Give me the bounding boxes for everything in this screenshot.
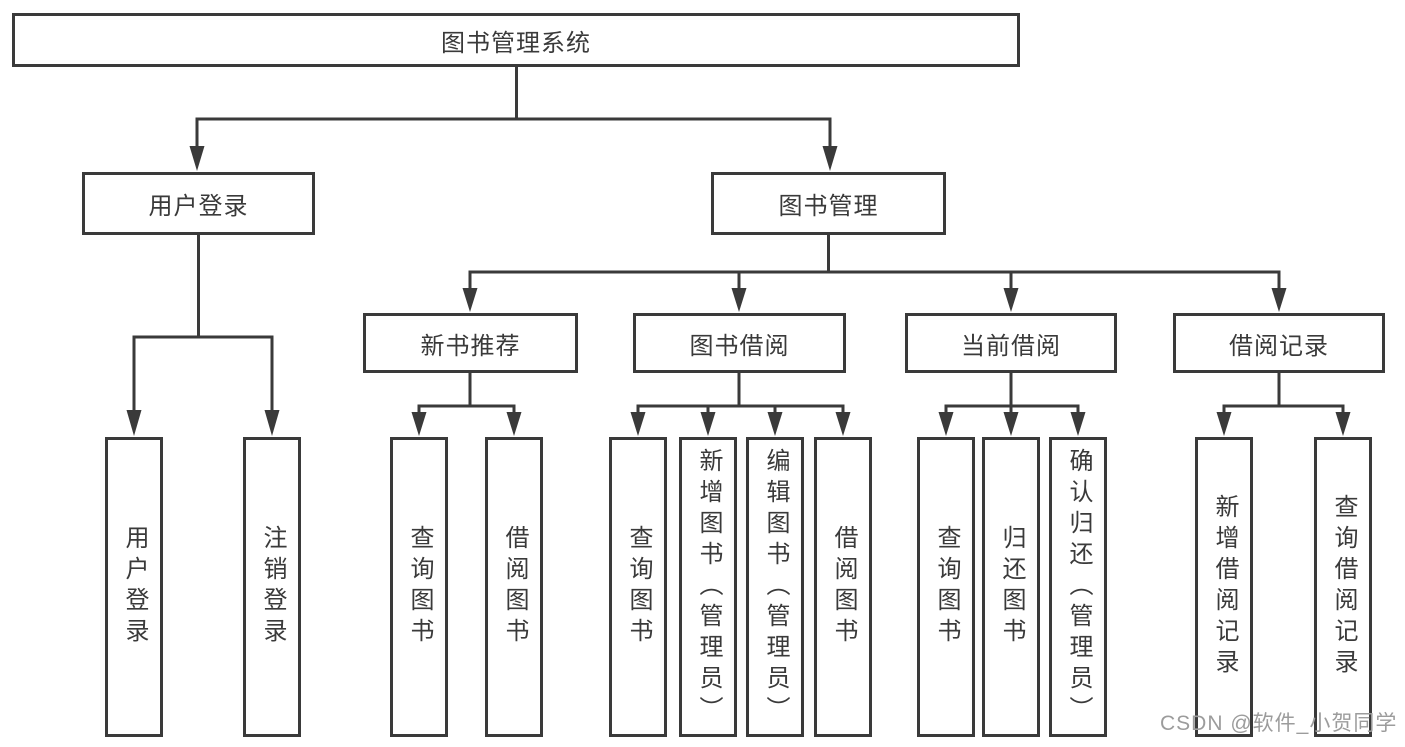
node-label: 编辑图书（管理员） [762,447,789,727]
node-label: 用户登录 [121,525,148,649]
node-current-borrowing: 当前借阅 [905,313,1117,373]
node-label: 查询图书 [933,525,960,649]
node-borrowing-records: 借阅记录 [1173,313,1385,373]
node-label: 查询借阅记录 [1330,494,1357,680]
node-query-books-recommend: 查询图书 [390,437,448,737]
node-logout: 注销登录 [243,437,301,737]
node-label: 查询图书 [406,525,433,649]
node-add-borrow-record: 新增借阅记录 [1195,437,1253,737]
node-library-management-system: 图书管理系统 [12,13,1020,67]
node-label: 借阅图书 [501,525,528,649]
node-label: 注销登录 [259,525,286,649]
node-book-borrowing: 图书借阅 [633,313,846,373]
node-label: 归还图书 [998,525,1025,649]
node-confirm-return-admin: 确认归还（管理员） [1049,437,1107,737]
node-add-book-admin: 新增图书（管理员） [679,437,737,737]
node-query-borrow-record: 查询借阅记录 [1314,437,1372,737]
node-new-book-recommendation: 新书推荐 [363,313,578,373]
node-edit-book-admin: 编辑图书（管理员） [746,437,804,737]
node-query-books-borrow: 查询图书 [609,437,667,737]
node-label: 借阅图书 [830,525,857,649]
node-label: 新增借阅记录 [1211,494,1238,680]
node-borrow-books-recommend: 借阅图书 [485,437,543,737]
node-book-management-module: 图书管理 [711,172,946,235]
node-borrow-books-leaf: 借阅图书 [814,437,872,737]
csdn-watermark: CSDN @软件_小贺同学 [1160,712,1398,735]
node-user-login-leaf: 用户登录 [105,437,163,737]
node-user-login-module: 用户登录 [82,172,315,235]
node-query-books-current: 查询图书 [917,437,975,737]
node-return-book: 归还图书 [982,437,1040,737]
node-label: 新增图书（管理员） [695,447,722,727]
node-label: 确认归还（管理员） [1065,447,1092,727]
node-label: 查询图书 [625,525,652,649]
